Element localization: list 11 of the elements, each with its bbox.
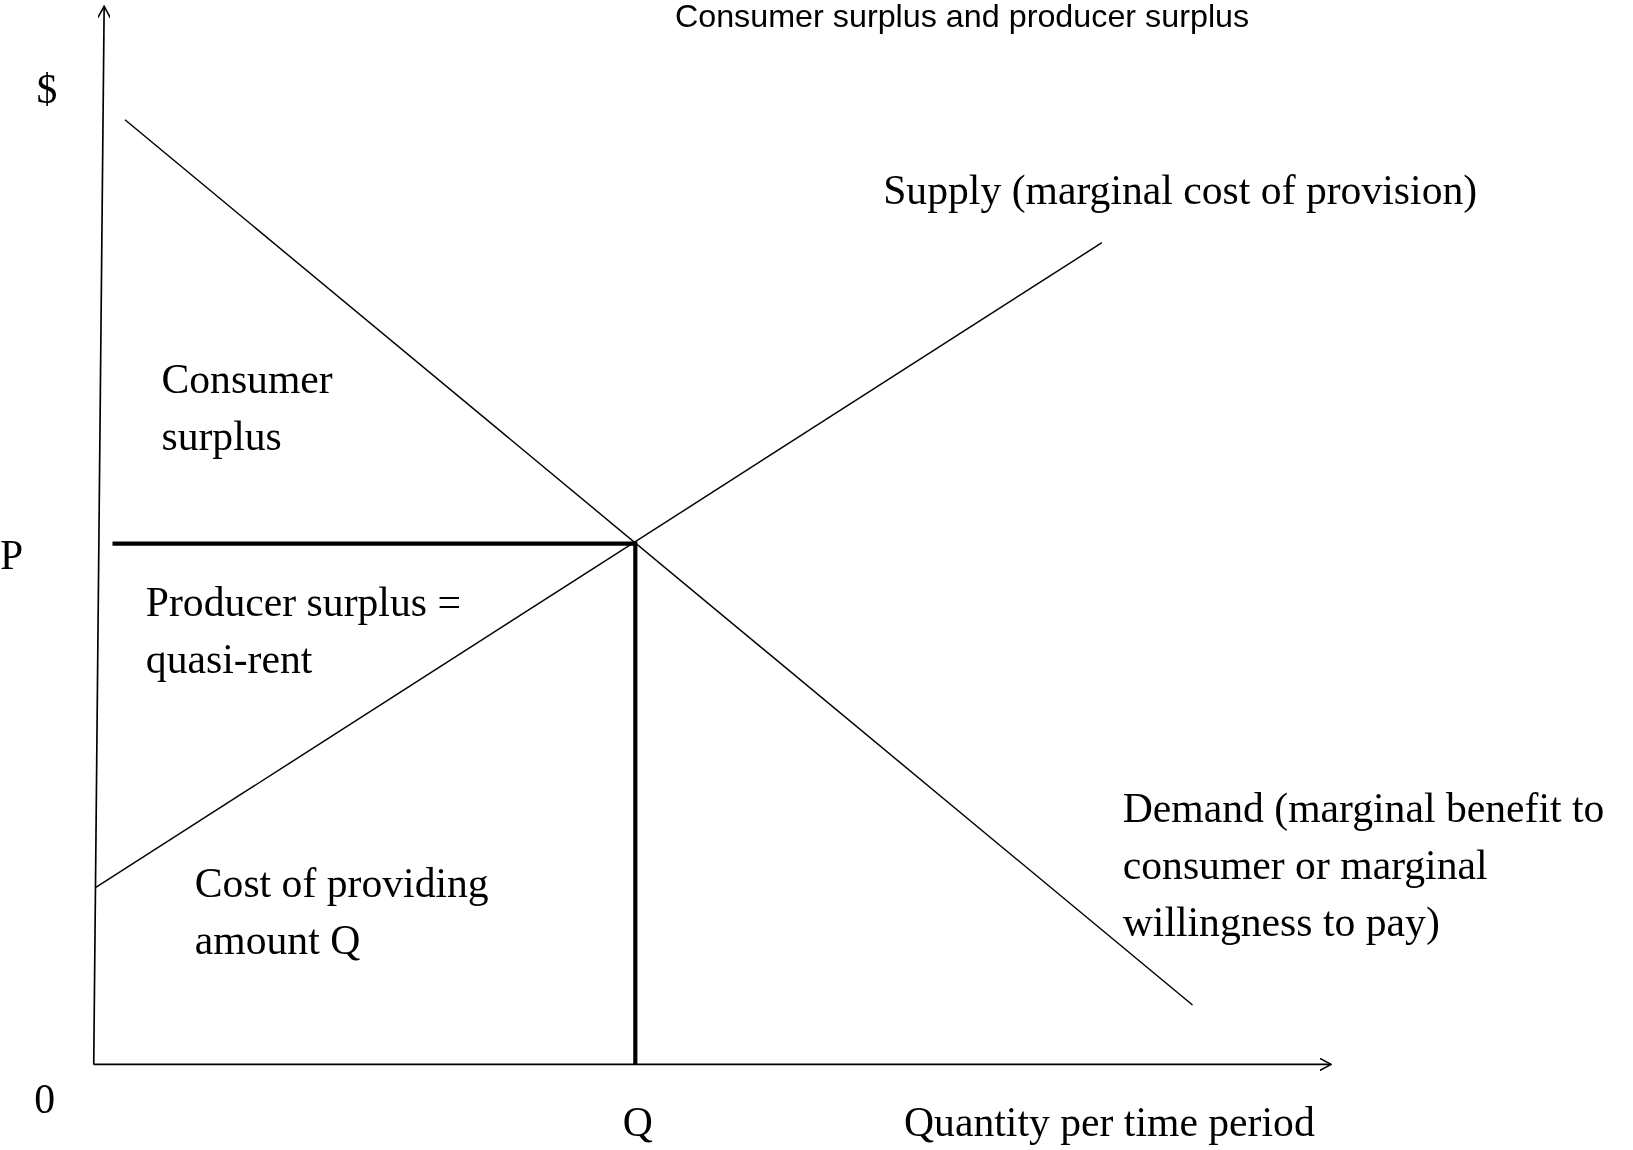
curve-label: Supply (marginal cost of provision) [883, 165, 1478, 216]
axis-label: Q [622, 1097, 653, 1148]
area-label: Cost of providing amount Q [194, 858, 490, 966]
area-label: Consumer surplus [161, 354, 334, 462]
axis-title: Quantity per time period [904, 1097, 1315, 1148]
axis-label: $ [36, 64, 58, 115]
chart-title: Consumer surplus and producer surplus [674, 0, 1250, 36]
axis-label: 0 [34, 1074, 56, 1125]
curve-label: Demand (marginal benefit to consumer or marginal willingness to pay) [1122, 783, 1606, 948]
area-label: Producer surplus = quasi-rent [145, 577, 462, 685]
axis-label: P [0, 530, 24, 581]
